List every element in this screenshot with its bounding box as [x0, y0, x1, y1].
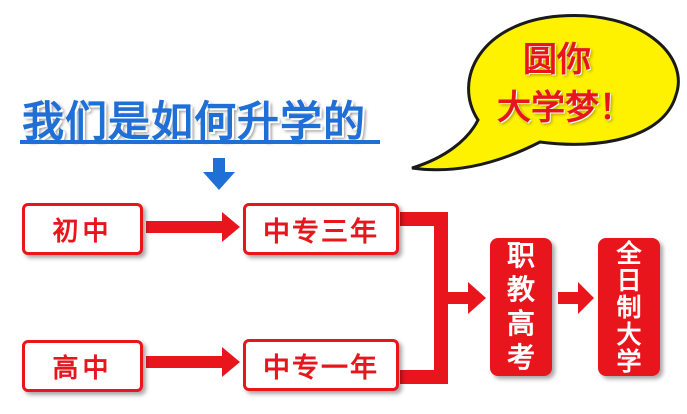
university-char: 日 [616, 265, 642, 295]
exam-char: 职 [506, 239, 535, 272]
exam-char: 考 [506, 341, 535, 374]
bubble-line-1: 圆你 [523, 40, 591, 80]
bubble-line-2: 大学梦！ [497, 88, 633, 128]
title-underline [20, 140, 380, 144]
university-char: 全 [616, 238, 642, 268]
exam-char: 教 [506, 273, 535, 306]
page-title: 我们是如何升学的 [22, 97, 367, 146]
university-box: 全 日 制 大 学 [598, 238, 660, 376]
arrow-right-icon [146, 212, 240, 242]
merge-bracket [400, 212, 486, 384]
speech-bubble [411, 13, 680, 172]
down-arrow-icon [203, 158, 235, 190]
mid-box-one-year: 中专一年 [243, 339, 399, 391]
start-box-junior-high: 初中 [22, 203, 143, 255]
vocational-exam-box: 职 教 高 考 [490, 238, 552, 376]
arrow-right-icon [558, 282, 594, 314]
university-char: 大 [616, 319, 642, 349]
mid-box-three-years: 中专三年 [243, 203, 399, 255]
exam-char: 高 [506, 307, 535, 340]
university-char: 制 [616, 292, 642, 322]
start-box-senior-high: 高中 [22, 340, 143, 392]
arrow-right-icon [146, 347, 240, 377]
university-char: 学 [616, 346, 642, 376]
